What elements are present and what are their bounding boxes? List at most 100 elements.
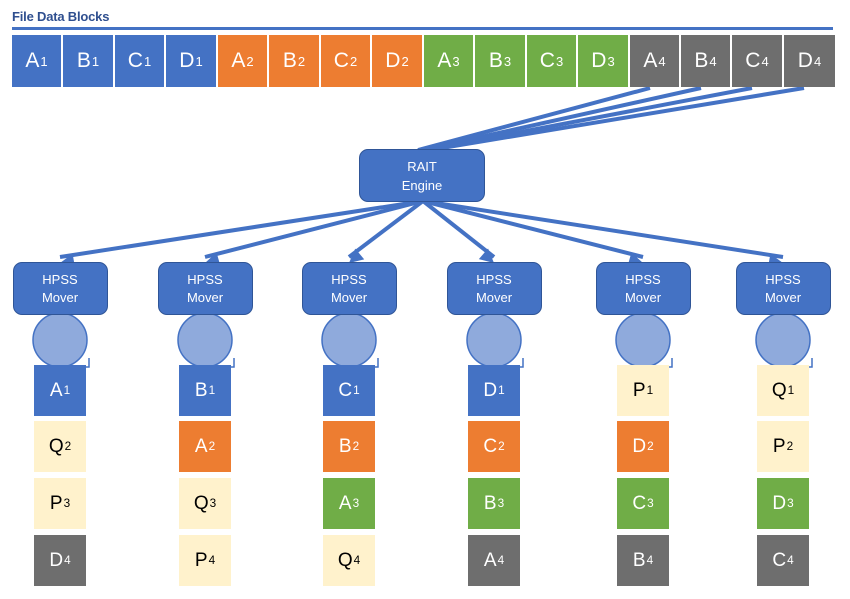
file-block-c1-subscript: 1 (143, 53, 152, 69)
file-block-a2-letter: A (231, 49, 246, 72)
hpss-mover-4-tape-a4-subscript: 4 (497, 554, 505, 567)
hpss-mover-4-tape-c2-letter: C (483, 435, 498, 457)
hpss-mover-3-tape-b2-subscript: 2 (352, 440, 360, 453)
file-block-c4-subscript: 4 (761, 53, 769, 69)
file-block-b2-subscript: 2 (297, 53, 306, 69)
hpss-mover-3-tape-reel-icon (321, 312, 379, 368)
hpss-mover-1-tape-d4-letter: D (49, 549, 64, 571)
hpss-mover-2-tape-b1-letter: B (194, 379, 208, 401)
hpss-mover-6-tape-p2-letter: P (772, 435, 786, 457)
hpss-mover-6-arrow-line (422, 199, 784, 259)
hpss-mover-6-tape-reel-icon (755, 312, 813, 368)
hpss-mover-4-tape-b3-letter: B (483, 492, 497, 514)
input-line-1 (417, 86, 651, 152)
hpss-mover-3-arrow-line (347, 199, 425, 259)
file-block-b3-subscript: 3 (503, 53, 512, 69)
hpss-mover-5-tape-c3-subscript: 3 (647, 497, 654, 510)
hpss-mover-3-label-line2: Mover (330, 289, 368, 305)
file-block-b1-subscript: 1 (91, 53, 100, 69)
diagram-title: File Data Blocks (12, 9, 110, 24)
hpss-mover-3-tape-b2-letter: B (338, 435, 352, 457)
file-block-d1-letter: D (179, 49, 195, 72)
input-line-4 (429, 86, 805, 152)
hpss-mover-2-tape-p4-letter: P (194, 549, 208, 571)
hpss-mover-2-tape-a2-letter: A (194, 435, 208, 457)
hpss-mover-4-arrowhead (478, 248, 494, 263)
hpss-mover-5-tape-p1-subscript: 1 (646, 384, 654, 397)
file-block-d4-letter: D (797, 49, 813, 72)
file-block-d2-letter: D (385, 49, 401, 72)
file-block-c2-subscript: 2 (349, 53, 358, 69)
hpss-mover-1-tape-d4-subscript: 4 (64, 554, 71, 567)
hpss-mover-5-arrow-line (422, 199, 644, 259)
input-line-2 (421, 86, 702, 152)
hpss-mover-1-tape-a1-letter: A (49, 379, 63, 401)
hpss-mover-3-tape-c1-subscript: 1 (353, 384, 360, 397)
hpss-mover-6-tape-q1-subscript: 1 (787, 384, 795, 397)
hpss-mover-1-tape-reel-icon (32, 312, 90, 368)
file-block-c1-letter: C (127, 49, 143, 72)
file-block-a3-letter: A (437, 49, 452, 72)
hpss-mover-3-tape-q4-letter: Q (337, 549, 353, 571)
hpss-mover-5-label-line2: Mover (624, 289, 662, 305)
hpss-mover-1-box: HPSS Mover (12, 262, 108, 315)
file-block-b1-letter: B (76, 49, 91, 72)
file-block-c3-subscript: 3 (555, 53, 564, 69)
file-block-a1-letter: A (25, 49, 40, 72)
hpss-mover-5-tape-b4-letter: B (632, 549, 646, 571)
hpss-mover-5-tape-d2-letter: D (632, 435, 647, 457)
file-block-b2-letter: B (282, 49, 297, 72)
hpss-mover-5-tape-c3-letter: C (632, 492, 647, 514)
hpss-mover-2-arrow-line (204, 199, 424, 259)
hpss-mover-3-arrowhead (349, 248, 365, 263)
hpss-mover-1-label-line1: HPSS (42, 271, 78, 287)
hpss-mover-4-tape-b3-subscript: 3 (497, 497, 505, 510)
hpss-mover-1-arrow-line (59, 199, 424, 259)
file-block-d3-letter: D (591, 49, 607, 72)
file-block-a3-subscript: 3 (452, 53, 460, 69)
rait-engine-label-line1: RAIT (407, 158, 437, 174)
hpss-mover-3-tape-a3-letter: A (338, 492, 352, 514)
hpss-mover-2-label-line1: HPSS (187, 271, 223, 287)
hpss-mover-4-label-line1: HPSS (476, 271, 512, 287)
file-block-b3-letter: B (488, 49, 503, 72)
hpss-mover-2-box: HPSS Mover (157, 262, 253, 315)
file-block-d1-subscript: 1 (195, 53, 203, 69)
hpss-mover-2-tape-p4-subscript: 4 (208, 554, 216, 567)
hpss-mover-1-tape-p3-subscript: 3 (63, 497, 71, 510)
file-block-d4-subscript: 4 (813, 53, 822, 69)
hpss-mover-1-label-line2: Mover (41, 289, 79, 305)
file-block-a1-subscript: 1 (40, 53, 48, 69)
hpss-mover-4-tape-d1-letter: D (483, 379, 498, 401)
hpss-mover-6-tape-c4-subscript: 4 (787, 554, 794, 567)
hpss-mover-5-tape-reel-icon (615, 312, 673, 368)
hpss-mover-2-label-line2: Mover (186, 289, 224, 305)
